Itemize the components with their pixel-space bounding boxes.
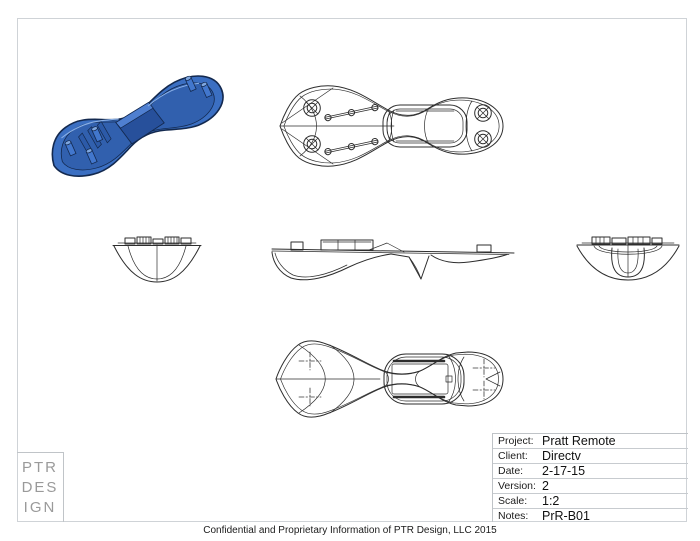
notes-value: PrR-B01 <box>542 509 590 523</box>
footer-confidentiality-note: Confidential and Proprietary Information… <box>203 525 497 536</box>
front-end-view-drawing <box>112 236 202 283</box>
logo-line-1: PTR <box>22 458 58 476</box>
center-mark <box>298 351 322 371</box>
date-value: 2-17-15 <box>542 464 586 478</box>
iso-3d-render-view <box>51 75 224 177</box>
boss-post <box>200 81 213 99</box>
bottom-view-drawing <box>275 340 504 418</box>
title-block-row-scale: Scale: 1:2 <box>493 494 688 509</box>
client-label: Client: <box>498 450 528 462</box>
date-label: Date: <box>498 465 524 477</box>
title-block-row-date: Date: 2-17-15 <box>493 464 688 479</box>
title-block-row-notes: Notes: PrR-B01 <box>493 509 688 523</box>
screw-boss <box>303 99 321 117</box>
center-mark <box>472 380 496 400</box>
center-mark <box>298 387 322 407</box>
scale-value: 1:2 <box>542 494 560 508</box>
battery-compartment <box>382 104 468 148</box>
version-label: Version: <box>498 480 536 492</box>
logo-line-3: IGN <box>23 498 57 516</box>
center-mark <box>472 358 496 378</box>
title-block: Project: Pratt Remote Client: Directv Da… <box>492 433 688 523</box>
screw-boss <box>474 130 492 148</box>
title-block-row-version: Version: 2 <box>493 479 688 494</box>
top-view-drawing <box>279 85 504 167</box>
client-value: Directv <box>542 449 581 463</box>
boss-post <box>91 126 104 143</box>
pin-row <box>324 138 379 156</box>
project-value: Pratt Remote <box>542 434 616 448</box>
project-label: Project: <box>498 435 534 447</box>
title-block-row-project: Project: Pratt Remote <box>493 434 688 449</box>
ptr-design-logo: PTR DES IGN <box>17 452 64 522</box>
version-value: 2 <box>542 479 549 493</box>
boss-post <box>184 75 197 92</box>
notes-label: Notes: <box>498 510 529 522</box>
pin-row <box>324 104 379 122</box>
rear-end-view-drawing <box>576 236 680 281</box>
screw-boss <box>474 104 492 122</box>
battery-door <box>383 353 501 405</box>
sheet-border <box>17 18 687 522</box>
screw-boss <box>303 135 321 153</box>
boss-post <box>64 140 77 157</box>
scale-label: Scale: <box>498 495 528 507</box>
title-block-row-client: Client: Directv <box>493 449 688 464</box>
logo-line-2: DES <box>21 478 59 496</box>
boss-post <box>85 148 98 165</box>
side-view-drawing <box>271 239 515 281</box>
